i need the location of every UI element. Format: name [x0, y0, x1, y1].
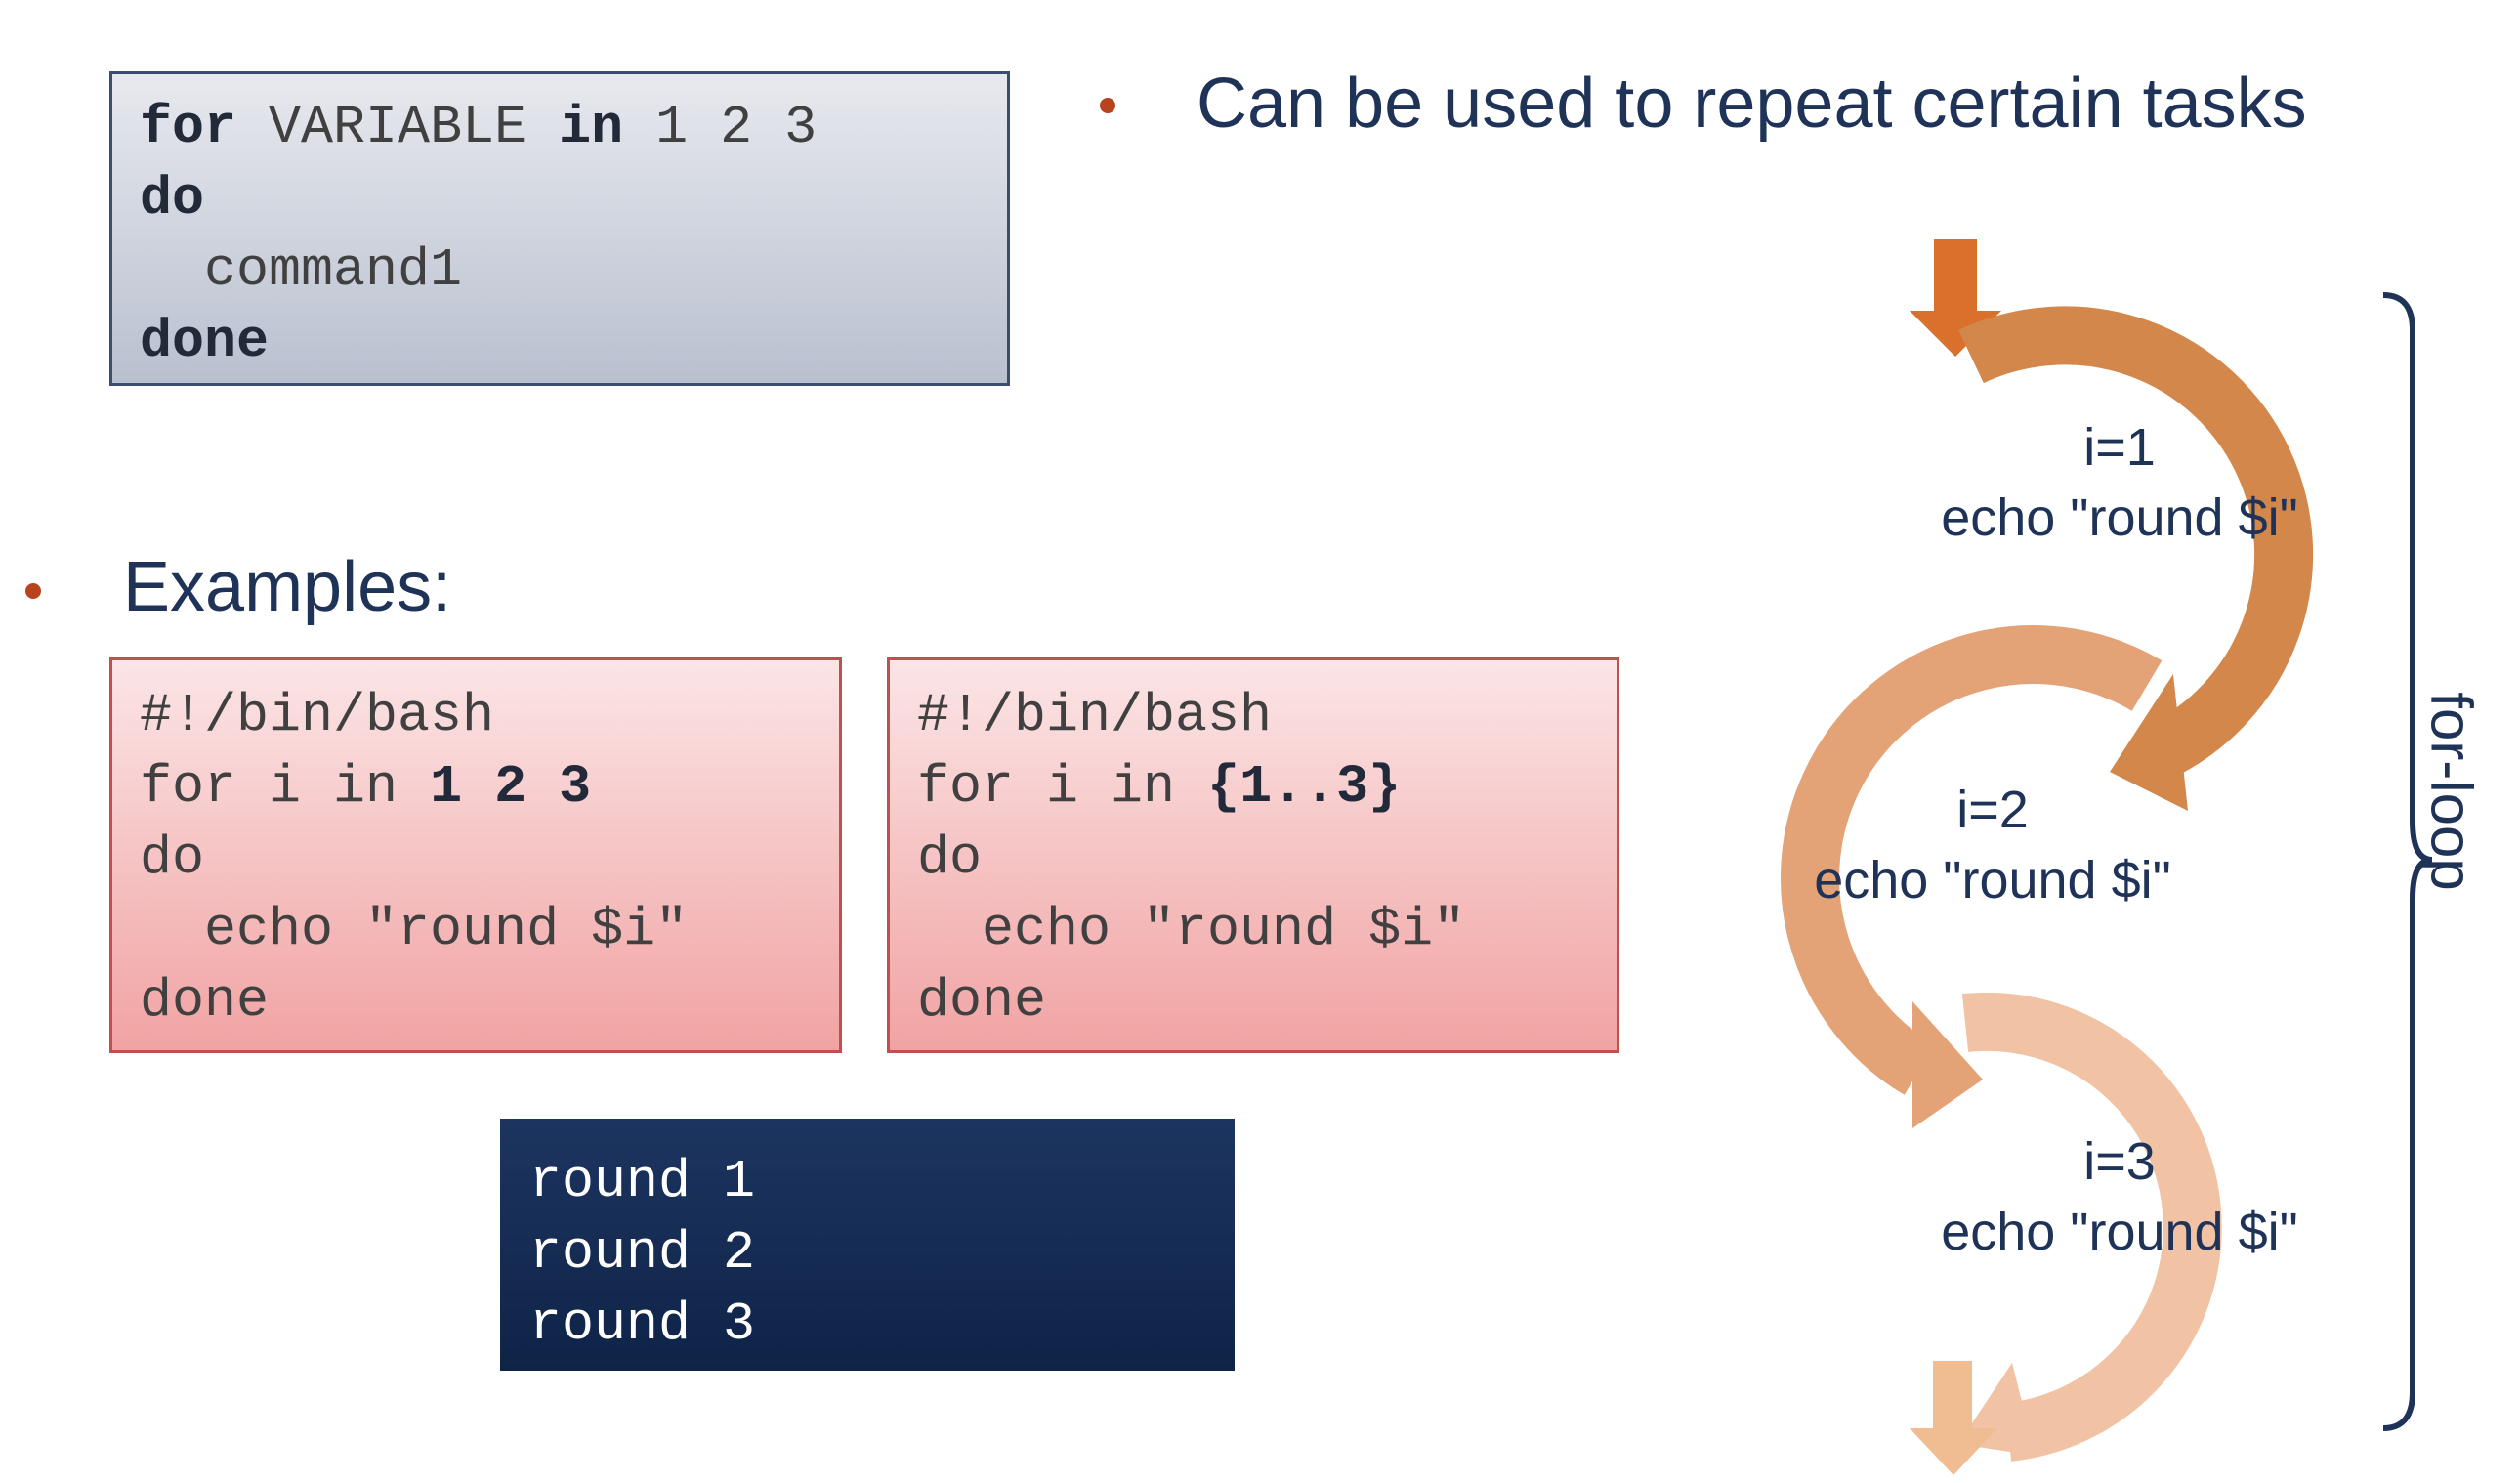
loop-arrow-1 [1958, 306, 2314, 811]
example-code-block-1: #!/bin/bash for i in 1 2 3 do echo "roun… [109, 657, 842, 1053]
code-highlight: {1..3} [1207, 756, 1402, 818]
loop-iter-label: i=2 [1956, 781, 2029, 839]
code-line: #!/bin/bash [917, 685, 1273, 746]
output-line: round 2 [529, 1222, 756, 1284]
loop-arrow-2 [1781, 625, 2163, 1128]
syntax-code-block: for VARIABLE in 1 2 3 do command1 done [109, 71, 1010, 386]
examples-heading: Examples: [123, 548, 452, 626]
code-keyword: in [559, 97, 624, 158]
bullet-dot [1100, 98, 1115, 113]
code-line: do [917, 827, 983, 889]
code-text: 1 2 3 [623, 97, 818, 158]
code-line: #!/bin/bash [140, 685, 495, 746]
code-line: for i in [917, 756, 1208, 818]
code-keyword: do [140, 168, 205, 230]
code-line: done [917, 970, 1047, 1032]
example-code-block-2: #!/bin/bash for i in {1..3} do echo "rou… [887, 657, 1619, 1053]
bullet-text-repeat: Can be used to repeat certain tasks [1197, 64, 2307, 143]
code-line: echo "round $i" [917, 899, 1466, 960]
loop-label-1: i=1 echo "round $i" [1941, 412, 2298, 553]
loop-label-2: i=2 echo "round $i" [1814, 775, 2171, 915]
for-loop-label: for-loop [2418, 692, 2485, 891]
loop-cmd-label: echo "round $i" [1814, 851, 2171, 910]
bullet-dot [25, 583, 41, 599]
loop-cmd-label: echo "round $i" [1941, 1203, 2298, 1261]
loop-cmd-label: echo "round $i" [1941, 488, 2298, 547]
code-line: echo "round $i" [140, 899, 689, 960]
loop-iter-label: i=3 [2083, 1132, 2156, 1191]
curly-brace-icon [2382, 292, 2433, 1431]
code-line: do [140, 827, 205, 889]
code-keyword: done [140, 311, 270, 372]
output-line: round 3 [529, 1293, 756, 1355]
code-keyword: for [140, 97, 237, 158]
loop-label-3: i=3 echo "round $i" [1941, 1126, 2298, 1267]
loop-iter-label: i=1 [2083, 418, 2156, 477]
output-line: round 1 [529, 1151, 756, 1212]
code-text: command1 [140, 239, 463, 301]
code-text: VARIABLE [236, 97, 560, 158]
terminal-output: round 1 round 2 round 3 [500, 1119, 1235, 1371]
code-line: for i in [140, 756, 431, 818]
code-line: done [140, 970, 270, 1032]
code-highlight: 1 2 3 [430, 756, 592, 818]
exit-arrow-icon [1910, 1361, 1997, 1475]
